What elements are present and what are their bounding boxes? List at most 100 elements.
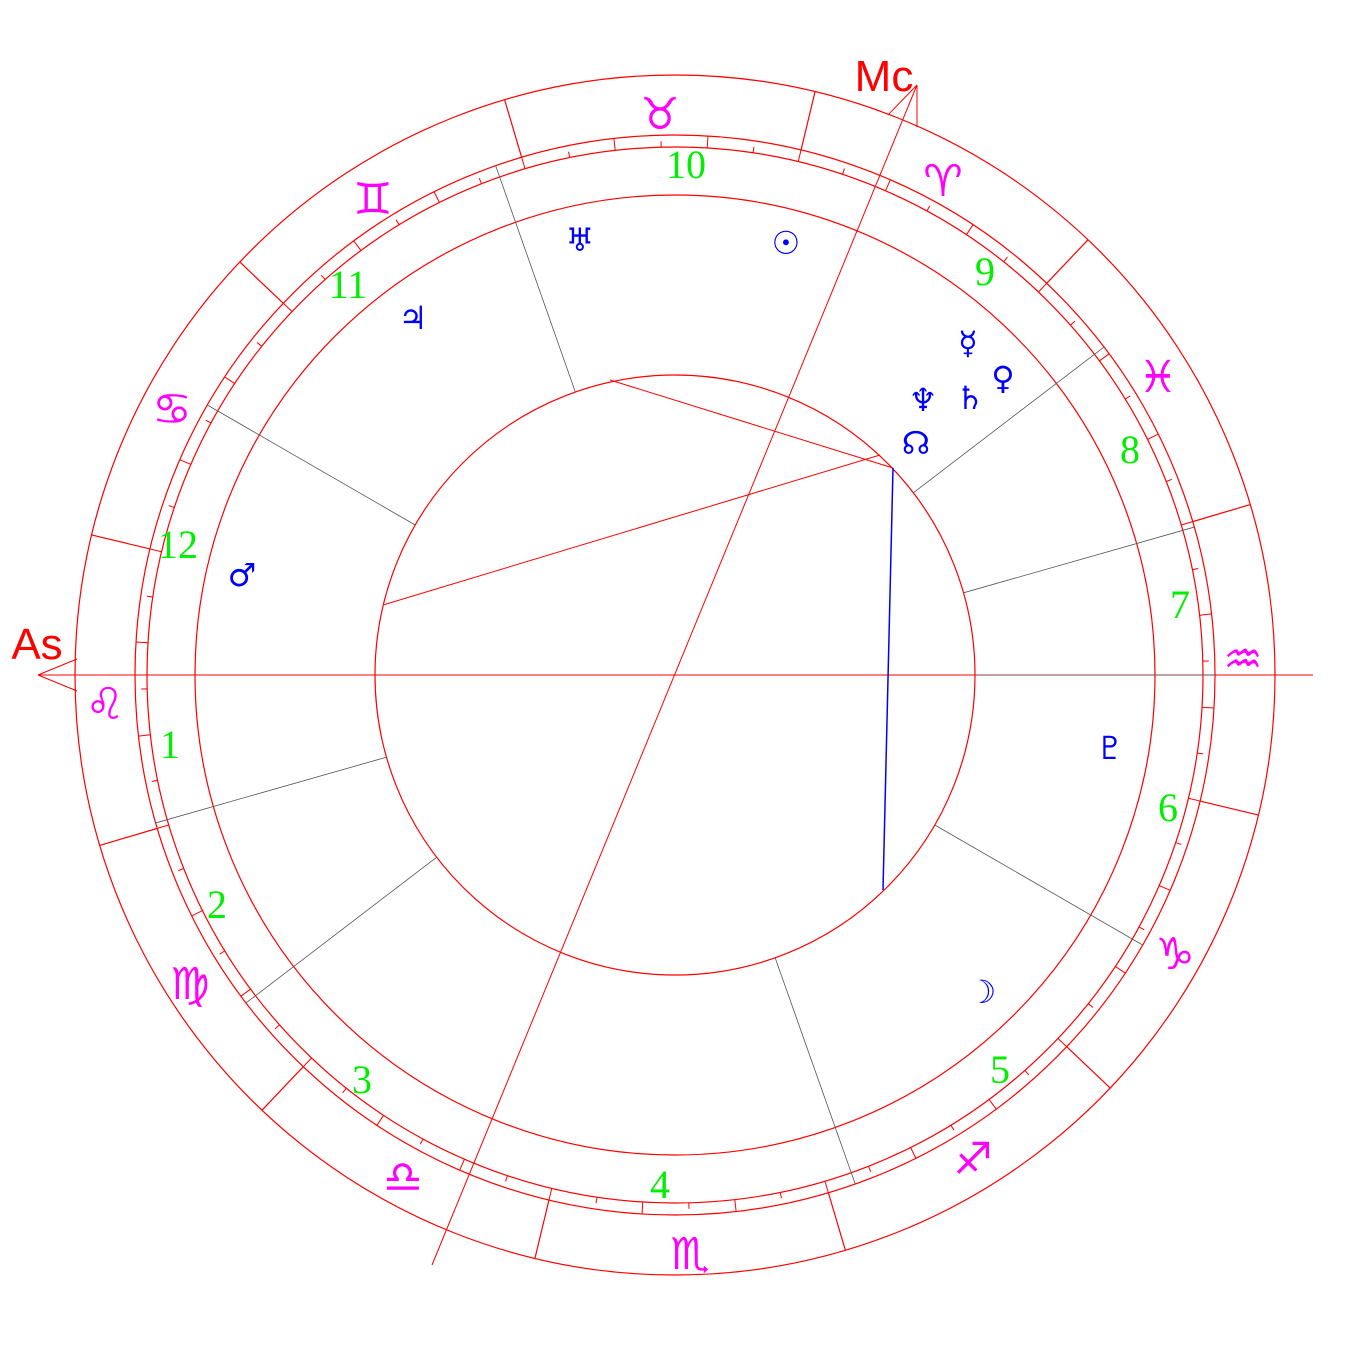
sign-taurus: ♉ (640, 89, 680, 140)
degree-tick (256, 342, 263, 347)
degree-tick (1159, 885, 1171, 891)
house-number-7: 7 (1170, 582, 1190, 627)
sign-gemini: ♊ (353, 174, 393, 225)
degree-tick (706, 135, 709, 149)
aspect-line (382, 454, 881, 606)
sign-boundary (261, 1066, 304, 1111)
house-cusp-5 (774, 957, 856, 1185)
sign-boundary (534, 1199, 550, 1259)
planet-moon-icon: ☽ (967, 973, 997, 1011)
degree-tick (926, 205, 931, 212)
house-number-6: 6 (1158, 785, 1178, 830)
house-cusp-8 (963, 526, 1195, 594)
degree-tick (779, 1192, 782, 1199)
sign-pisces: ♓ (1138, 352, 1178, 403)
sign-boundary (827, 1192, 846, 1251)
house-number-3: 3 (352, 1057, 372, 1102)
degree-tick (613, 138, 616, 151)
degree-tick (138, 734, 151, 737)
degree-tick (1199, 613, 1212, 616)
degree-tick (966, 224, 974, 235)
degree-tick (1201, 706, 1215, 709)
sign-cancer: ♋ (152, 384, 192, 435)
sign-capricorn: ♑ (1155, 929, 1195, 980)
sign-boundary (239, 261, 284, 304)
degree-tick (1003, 256, 1008, 263)
north-node-icon: ☊ (901, 424, 931, 462)
degree-tick (1115, 966, 1126, 974)
ascendant-arrow (37, 658, 78, 676)
degree-tick (240, 988, 251, 997)
house-number-10: 10 (666, 142, 706, 187)
degree-tick (157, 824, 169, 829)
sign-boundary (1192, 504, 1251, 523)
degree-tick (988, 1099, 997, 1110)
sign-libra: ♎ (383, 1152, 423, 1203)
sign-boundary (91, 534, 151, 550)
degree-tick (151, 779, 158, 782)
degree-tick (219, 950, 226, 955)
degree-tick (1087, 1003, 1094, 1008)
degree-tick (459, 1159, 465, 1171)
sign-sagittarius: ♐ (953, 1134, 993, 1185)
sign-boundary (1046, 239, 1089, 284)
degree-tick (885, 179, 891, 191)
house-number-5: 5 (990, 1047, 1010, 1092)
degree-tick (135, 641, 149, 644)
degree-tick (177, 868, 184, 872)
sign-boundary (1199, 800, 1259, 816)
house-number-9: 9 (975, 249, 995, 294)
sign-virgo: ♍ (170, 959, 210, 1010)
aspect-line (609, 379, 894, 469)
planet-neptune-icon: ♆ (908, 381, 938, 419)
house-cusp-12 (207, 404, 416, 526)
aspect-line (882, 467, 894, 891)
degree-tick (505, 1175, 508, 1182)
house-number-12: 12 (158, 522, 198, 567)
degree-tick (595, 1197, 598, 1204)
degree-tick (419, 1138, 424, 1145)
planet-saturn-icon: ♄ (955, 379, 985, 417)
planet-uranus-icon: ♅ (565, 221, 595, 259)
degree-tick (433, 191, 440, 203)
degree-tick (146, 595, 153, 598)
degree-tick (205, 419, 212, 424)
degree-tick (797, 149, 802, 162)
degree-tick (149, 548, 162, 553)
planet-pluto-icon: ♇ (1095, 729, 1125, 767)
degree-tick (842, 168, 845, 175)
sign-boundary (504, 99, 523, 158)
house-number-2: 2 (207, 882, 227, 927)
degree-tick (274, 1024, 280, 1030)
degree-tick (395, 219, 400, 226)
degree-tick (1192, 568, 1199, 571)
degree-tick (1188, 797, 1201, 802)
degree-tick (1197, 752, 1204, 755)
sign-boundary (800, 91, 816, 151)
degree-tick (1070, 320, 1076, 326)
degree-tick (824, 1181, 829, 1193)
degree-tick (478, 177, 482, 184)
sign-boundary (99, 827, 158, 846)
degree-tick (910, 1147, 917, 1159)
degree-tick (1024, 1070, 1030, 1076)
planet-sun-icon: ☉ (771, 224, 801, 262)
degree-tick (1038, 282, 1048, 293)
house-cusp-11 (495, 165, 576, 393)
degree-tick (376, 1115, 384, 1126)
degree-tick (1147, 433, 1159, 440)
degree-tick (1138, 926, 1145, 931)
house-cusp-3 (245, 856, 437, 1004)
degree-tick (353, 240, 362, 251)
degree-tick (521, 157, 526, 169)
house-number-11: 11 (328, 262, 368, 307)
house-number-8: 8 (1120, 427, 1140, 472)
degree-tick (641, 1201, 644, 1215)
degree-tick (1175, 842, 1182, 845)
planet-jupiter-icon: ♃ (398, 299, 428, 337)
ascendant-label: As (11, 620, 63, 669)
sign-scorpio: ♏ (670, 1229, 710, 1280)
degree-tick (302, 1057, 312, 1068)
